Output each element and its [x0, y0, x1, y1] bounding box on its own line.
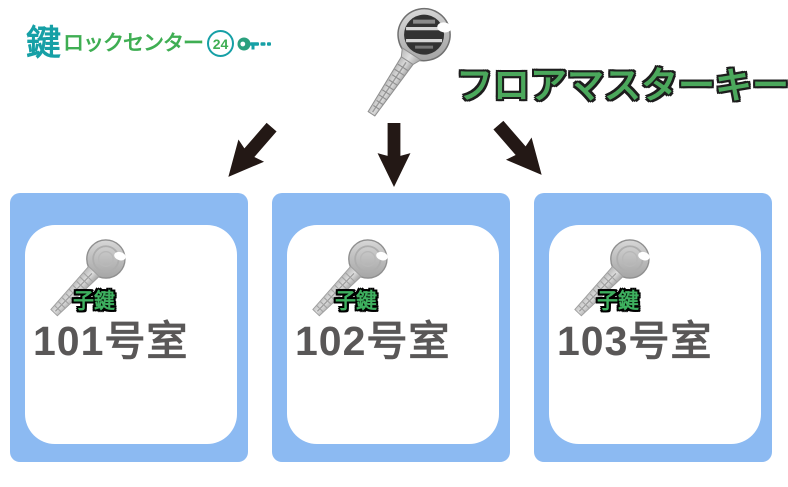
logo-key-icon [237, 37, 272, 50]
room-number-label: 102号室 [295, 318, 451, 364]
logo-24-badge: 24 [207, 30, 235, 57]
arrow-down-right-icon [493, 120, 542, 175]
room-card: 子鍵 103号室 [534, 193, 772, 462]
arrow-down-left-icon [228, 122, 277, 177]
child-key-label: 子鍵 [335, 290, 377, 313]
room-card-panel: 子鍵 102号室 [287, 225, 499, 444]
child-key-label: 子鍵 [597, 290, 639, 313]
room-card-panel: 子鍵 103号室 [549, 225, 761, 444]
master-key-icon [367, 7, 452, 117]
diagram-title: フロアマスターキー [456, 65, 788, 106]
room-card: 子鍵 102号室 [272, 193, 510, 462]
room-number-label: 101号室 [33, 318, 189, 364]
arrow-down-icon [377, 123, 411, 187]
brand-logo: 鍵 ロックセンター 24 [26, 26, 273, 61]
logo-text: ロックセンター [63, 32, 204, 55]
logo-kanji: 鍵 [26, 24, 61, 63]
child-key-label: 子鍵 [73, 290, 115, 313]
room-card: 子鍵 101号室 [10, 193, 248, 462]
room-number-label: 103号室 [557, 318, 713, 364]
room-card-panel: 子鍵 101号室 [25, 225, 237, 444]
